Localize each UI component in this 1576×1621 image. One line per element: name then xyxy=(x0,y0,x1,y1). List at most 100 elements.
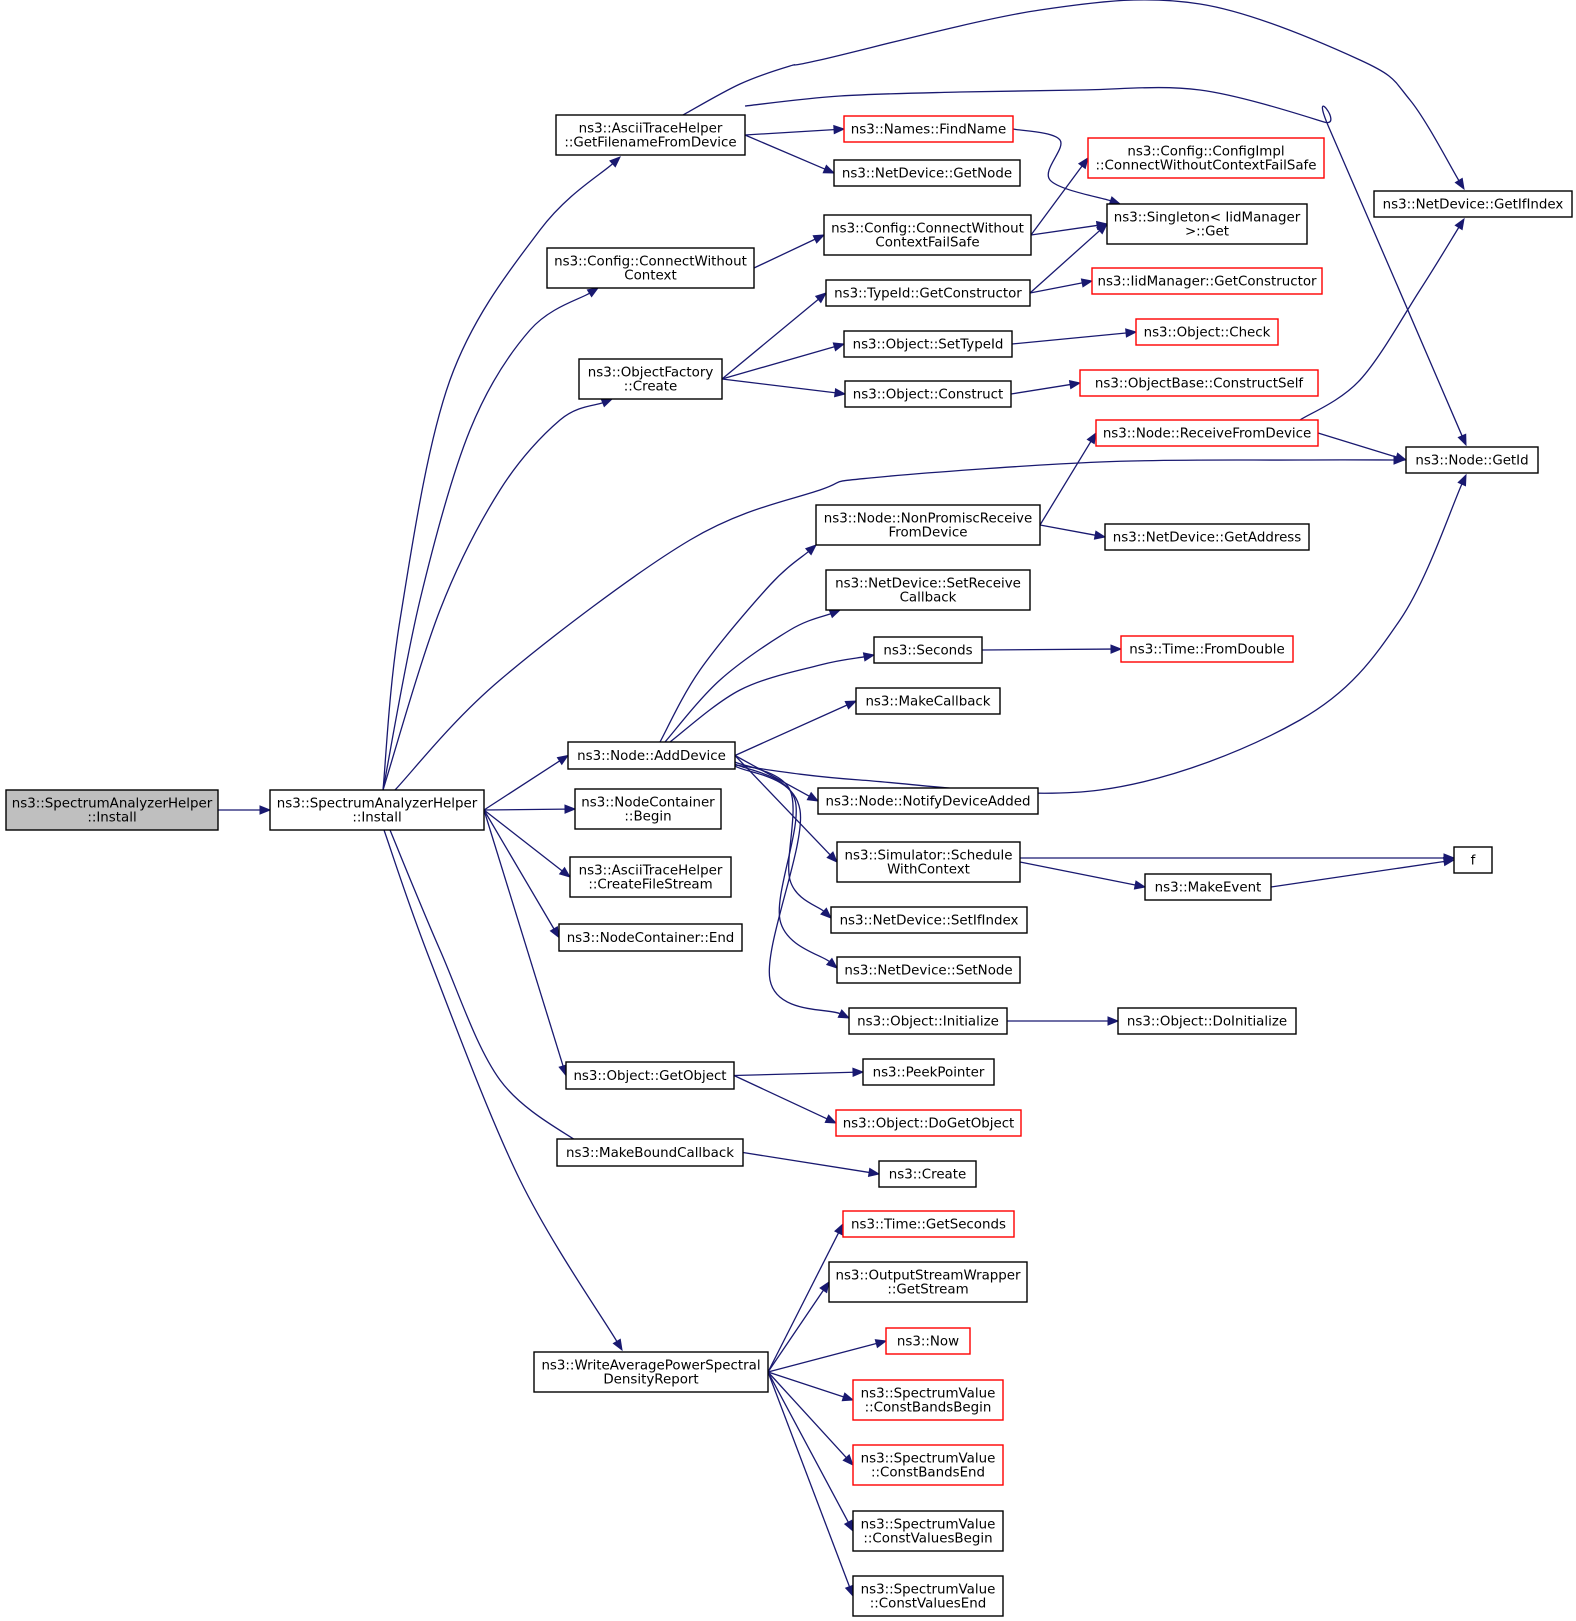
node-box xyxy=(533,1351,769,1393)
node-getifindex[interactable]: ns3::NetDevice::GetIfIndex xyxy=(1373,190,1573,218)
arrowhead-icon xyxy=(1080,278,1094,288)
node-box xyxy=(558,923,743,952)
node-cfgimpl[interactable]: ns3::Config::ConfigImpl::ConnectWithoutC… xyxy=(1087,137,1325,179)
arrowhead-icon xyxy=(844,700,858,710)
node-now[interactable]: ns3::Now xyxy=(885,1327,971,1355)
node-label: ns3::Time::GetSeconds xyxy=(851,1218,1006,1233)
node-cbbegin[interactable]: ns3::SpectrumValue::ConstBandsBegin xyxy=(852,1379,1004,1421)
edge-nonpromisc-to-getaddress xyxy=(1039,524,1107,540)
node-box xyxy=(855,687,1001,715)
node-peekpointer[interactable]: ns3::PeekPointer xyxy=(862,1058,995,1086)
edge-typeidctor-to-singleton xyxy=(1029,223,1109,294)
node-timegetsec[interactable]: ns3::Time::GetSeconds xyxy=(842,1210,1015,1238)
edge-nodeadddevice-to-nonpromisc xyxy=(659,544,818,743)
node-iidctor[interactable]: ns3::IidManager::GetConstructor xyxy=(1091,267,1323,295)
edge-line xyxy=(734,761,825,912)
node-objconstruct[interactable]: ns3::Object::Construct xyxy=(844,380,1012,408)
node-label: ns3::Config::ConnectWithout xyxy=(831,222,1024,237)
node-objfactory[interactable]: ns3::ObjectFactory::Create xyxy=(578,358,723,400)
edge-line xyxy=(1029,282,1083,294)
node-label: ns3::Node::NotifyDeviceAdded xyxy=(825,795,1030,810)
edge-nodeadddevice-to-setreceive xyxy=(664,609,842,743)
node-f[interactable]: f xyxy=(1453,846,1493,874)
edge-line xyxy=(664,613,831,743)
arrowhead-icon xyxy=(612,1338,623,1352)
node-install[interactable]: ns3::SpectrumAnalyzerHelper::Install xyxy=(269,789,485,831)
node-box xyxy=(828,1261,1028,1303)
edge-line xyxy=(1317,432,1397,458)
node-osw[interactable]: ns3::OutputStreamWrapper::GetStream xyxy=(828,1261,1028,1303)
node-cvend[interactable]: ns3::SpectrumValue::ConstValuesEnd xyxy=(852,1575,1004,1617)
node-writeavg[interactable]: ns3::WriteAveragePowerSpectralDensityRep… xyxy=(533,1351,769,1393)
node-findname[interactable]: ns3::Names::FindName xyxy=(843,115,1014,143)
arrowhead-icon xyxy=(549,926,560,939)
node-ndgetnode[interactable]: ns3::NetDevice::GetNode xyxy=(833,159,1021,187)
node-cfgconnect[interactable]: ns3::Config::ConnectWithoutContext xyxy=(546,247,755,289)
node-create[interactable]: ns3::Create xyxy=(878,1160,977,1188)
edge-line xyxy=(1030,224,1098,236)
node-createfilestream[interactable]: ns3::AsciiTraceHelper::CreateFileStream xyxy=(569,856,732,898)
node-box xyxy=(5,789,219,831)
node-label: ns3::OutputStreamWrapper xyxy=(835,1269,1021,1284)
node-dogetobject[interactable]: ns3::Object::DoGetObject xyxy=(835,1109,1022,1137)
node-singleton[interactable]: ns3::Singleton< IidManager>::Get xyxy=(1106,203,1308,245)
node-cvbegin[interactable]: ns3::SpectrumValue::ConstValuesBegin xyxy=(852,1510,1004,1552)
node-doinit[interactable]: ns3::Object::DoInitialize xyxy=(1117,1007,1297,1035)
node-makeevent[interactable]: ns3::MakeEvent xyxy=(1144,873,1272,901)
node-box xyxy=(848,1007,1008,1035)
node-cfgfailsafe[interactable]: ns3::Config::ConnectWithoutContextFailSa… xyxy=(823,214,1032,256)
edge-writeavg-to-cbbegin xyxy=(767,1371,855,1402)
edge-line xyxy=(1011,332,1127,345)
node-ncbegin[interactable]: ns3::NodeContainer::Begin xyxy=(574,788,722,830)
node-label: Context xyxy=(624,269,676,284)
node-nodegetid[interactable]: ns3::Node::GetId xyxy=(1405,446,1539,474)
arrowhead-icon xyxy=(1454,217,1465,231)
arrowhead-icon xyxy=(1394,452,1408,462)
node-typeidctor[interactable]: ns3::TypeId::GetConstructor xyxy=(825,279,1031,307)
edge-install-to-nodeadddevice xyxy=(483,754,570,811)
node-nodeadddevice[interactable]: ns3::Node::AddDevice xyxy=(567,741,736,770)
node-constructself[interactable]: ns3::ObjectBase::ConstructSelf xyxy=(1079,369,1319,397)
arrowhead-icon xyxy=(812,234,826,244)
node-getaddress[interactable]: ns3::NetDevice::GetAddress xyxy=(1104,523,1310,551)
node-label: ns3::MakeEvent xyxy=(1155,881,1262,896)
node-setnode[interactable]: ns3::NetDevice::SetNode xyxy=(836,956,1021,984)
node-objinit[interactable]: ns3::Object::Initialize xyxy=(848,1007,1008,1035)
node-box xyxy=(825,279,1031,307)
node-fromdouble[interactable]: ns3::Time::FromDouble xyxy=(1120,635,1294,663)
node-cbend[interactable]: ns3::SpectrumValue::ConstBandsEnd xyxy=(852,1444,1004,1486)
node-box xyxy=(1079,369,1319,397)
node-label: ns3::MakeBoundCallback xyxy=(566,1146,734,1161)
node-getfilename[interactable]: ns3::AsciiTraceHelper::GetFilenameFromDe… xyxy=(555,114,746,156)
node-box xyxy=(885,1327,971,1355)
node-setifindex[interactable]: ns3::NetDevice::SetIfIndex xyxy=(830,906,1028,934)
edge-line xyxy=(1270,860,1445,888)
node-ncend[interactable]: ns3::NodeContainer::End xyxy=(558,923,743,952)
node-makebound[interactable]: ns3::MakeBoundCallback xyxy=(556,1138,744,1167)
edge-line xyxy=(767,1371,849,1523)
edge-typeidctor-to-iidctor xyxy=(1029,278,1094,294)
edge-line xyxy=(483,808,566,811)
node-root: ns3::SpectrumAnalyzerHelper::Install xyxy=(5,789,219,831)
node-makecallback[interactable]: ns3::MakeCallback xyxy=(855,687,1001,715)
node-box xyxy=(835,1109,1022,1137)
node-receivefrom[interactable]: ns3::Node::ReceiveFromDevice xyxy=(1095,419,1319,447)
node-label: ns3::AsciiTraceHelper xyxy=(579,864,723,879)
edge-line xyxy=(682,0,1460,181)
node-seconds[interactable]: ns3::Seconds xyxy=(873,636,983,664)
node-objcheck[interactable]: ns3::Object::Check xyxy=(1135,318,1279,346)
node-settypeid[interactable]: ns3::Object::SetTypeId xyxy=(843,330,1013,358)
node-getobject[interactable]: ns3::Object::GetObject xyxy=(565,1061,735,1090)
node-box xyxy=(823,214,1032,256)
arrowhead-icon xyxy=(1077,156,1089,170)
node-box xyxy=(556,1138,744,1167)
edge-line xyxy=(742,1151,870,1174)
arrowhead-icon xyxy=(841,1392,855,1402)
arrowhead-icon xyxy=(1457,433,1467,447)
edge-getfilename-to-nodegetid xyxy=(744,86,1467,447)
node-notifyadded[interactable]: ns3::Node::NotifyDeviceAdded xyxy=(817,787,1039,815)
node-label: ns3::SpectrumAnalyzerHelper xyxy=(12,797,213,812)
